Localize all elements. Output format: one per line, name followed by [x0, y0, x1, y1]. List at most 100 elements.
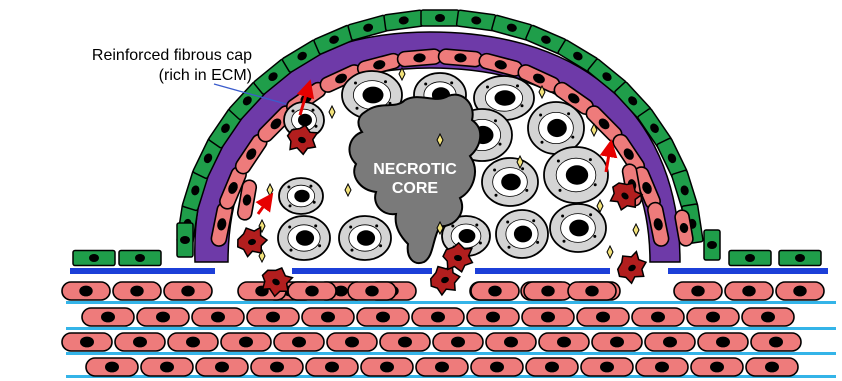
elastic-lamina-line: [66, 327, 836, 330]
nucleus: [651, 312, 665, 323]
smooth-muscle-cell: [636, 358, 688, 376]
endothelial-cell: [456, 10, 496, 31]
smooth-muscle-cell: [568, 282, 616, 300]
endothelial-cell: [729, 251, 771, 266]
smooth-muscle-cell: [113, 282, 161, 300]
smooth-muscle-cell: [62, 333, 112, 351]
nucleus: [600, 362, 614, 373]
nucleus: [451, 337, 465, 348]
nucleus: [545, 362, 559, 373]
smooth-muscle-cell: [306, 358, 358, 376]
elastic-lamina-line: [66, 352, 836, 355]
smooth-muscle-cell: [397, 49, 442, 68]
nucleus: [566, 165, 588, 185]
smooth-muscle-cell: [746, 358, 798, 376]
nucleus: [431, 312, 445, 323]
nucleus: [514, 226, 532, 243]
nucleus: [691, 286, 704, 297]
foam-cell: [279, 178, 323, 214]
elastic-lamina-line: [66, 301, 836, 304]
nucleus: [365, 286, 378, 297]
nucleus: [655, 362, 669, 373]
smooth-muscle-cell: [327, 333, 377, 351]
nucleus: [345, 337, 359, 348]
nucleus: [557, 337, 571, 348]
endothelial-cell: [119, 251, 161, 266]
smooth-muscle-cell: [247, 308, 299, 326]
nucleus: [186, 337, 200, 348]
nucleus: [135, 254, 145, 262]
endothelial-cell: [177, 223, 193, 257]
smooth-muscle-cell: [742, 308, 794, 326]
nucleus: [596, 312, 610, 323]
necrotic-core-label-line1: NECROTIC: [340, 160, 490, 179]
smooth-muscle-cell: [62, 282, 110, 300]
smooth-muscle-cell: [698, 333, 748, 351]
nucleus: [504, 337, 518, 348]
nucleus: [363, 87, 384, 104]
nucleus: [707, 241, 717, 249]
nucleus: [239, 337, 253, 348]
smooth-muscle-cell: [192, 308, 244, 326]
smooth-muscle-cell: [592, 333, 642, 351]
nucleus: [321, 312, 335, 323]
smooth-muscle-cell: [141, 358, 193, 376]
basement-membrane-segment: [475, 268, 610, 274]
smooth-muscle-cell: [645, 333, 695, 351]
smooth-muscle-cell: [221, 333, 271, 351]
smooth-muscle-cell: [674, 282, 722, 300]
smooth-muscle-cell: [251, 358, 303, 376]
smooth-muscle-cell: [577, 308, 629, 326]
basement-membrane-segment: [292, 268, 432, 274]
endothelial-cell: [421, 10, 459, 26]
smooth-muscle-cell: [82, 308, 134, 326]
nucleus: [742, 286, 755, 297]
nucleus: [706, 312, 720, 323]
nucleus: [181, 286, 194, 297]
nucleus: [180, 236, 190, 244]
nucleus: [325, 362, 339, 373]
nucleus: [80, 337, 94, 348]
smooth-muscle-cell: [539, 333, 589, 351]
smooth-muscle-cell: [412, 308, 464, 326]
foam-cell: [482, 158, 538, 206]
smooth-muscle-cell: [348, 282, 396, 300]
smooth-muscle-cell: [471, 358, 523, 376]
nucleus: [710, 362, 724, 373]
nucleus: [547, 119, 567, 137]
nucleus: [133, 337, 147, 348]
nucleus: [490, 362, 504, 373]
necrotic-core-label: NECROTIC CORE: [340, 160, 490, 198]
basement-membrane-segment: [70, 268, 215, 274]
foam-cell: [278, 216, 330, 260]
nucleus: [435, 14, 445, 22]
nucleus: [486, 312, 500, 323]
smooth-muscle-cell: [438, 49, 483, 68]
smooth-muscle-cell: [357, 308, 409, 326]
nucleus: [585, 286, 598, 297]
endothelial-cell: [704, 230, 720, 260]
smooth-muscle-cell: [115, 333, 165, 351]
basement-membrane-segment: [668, 268, 828, 274]
nucleus: [488, 286, 501, 297]
nucleus: [376, 312, 390, 323]
nucleus: [569, 220, 589, 237]
endothelial-cell: [779, 251, 821, 266]
nucleus: [270, 362, 284, 373]
nucleus: [398, 337, 412, 348]
nucleus: [459, 229, 476, 243]
nucleus: [211, 312, 225, 323]
smooth-muscle-cell: [691, 358, 743, 376]
nucleus: [294, 190, 309, 203]
smooth-muscle-cell: [632, 308, 684, 326]
nucleus: [357, 230, 375, 245]
smooth-muscle-cell: [361, 358, 413, 376]
smooth-muscle-cell: [526, 358, 578, 376]
endothelial-cell: [73, 251, 115, 266]
smooth-muscle-cell: [581, 358, 633, 376]
smooth-muscle-cell: [137, 308, 189, 326]
nucleus: [101, 312, 115, 323]
nucleus: [501, 174, 521, 191]
endothelial-cell: [384, 10, 424, 31]
nucleus: [435, 362, 449, 373]
